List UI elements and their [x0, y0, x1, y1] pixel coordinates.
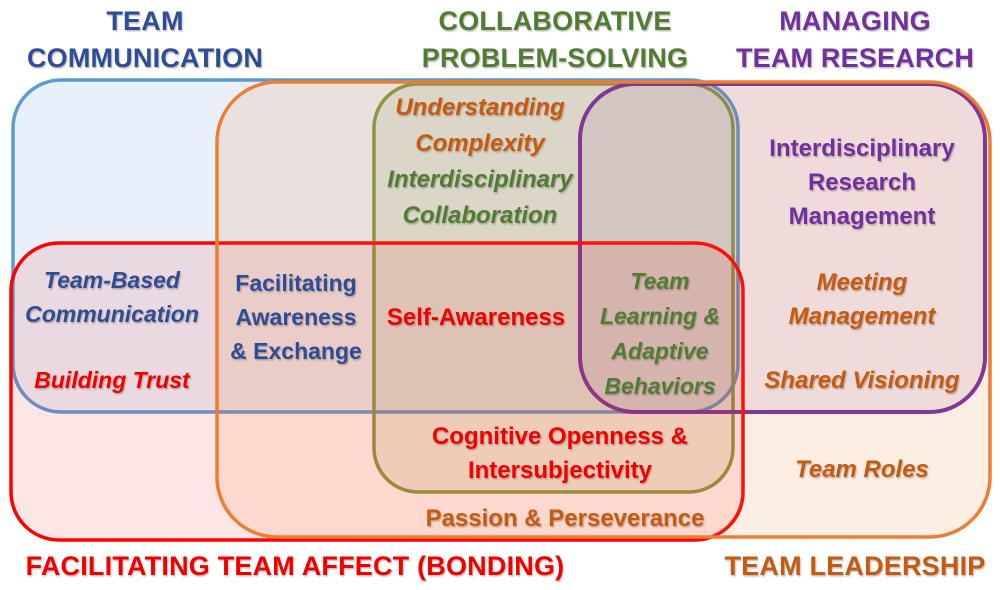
managing-team-research-region: [578, 82, 987, 414]
label-understanding-complexity-interdisciplinary-collaboration: Understanding Complexity Interdisciplina…: [387, 94, 573, 229]
team-leadership-region: [215, 80, 992, 539]
collaborative-problem-solving-region: [372, 82, 735, 494]
label-team-learning-adaptive-behaviors: Team Learning & Adaptive Behaviors: [599, 268, 721, 399]
title-team-communication: TEAM COMMUNICATION: [26, 6, 264, 73]
label-self-awareness: Self-Awareness: [386, 304, 566, 331]
label-meeting-management: Meeting Management: [788, 269, 936, 330]
label-facilitating-awareness-exchange: Facilitating Awareness & Exchange: [230, 270, 362, 364]
facilitating-team-affect-region: [9, 241, 745, 542]
title-facilitating-team-affect: FACILITATING TEAM AFFECT (BONDING): [25, 551, 565, 581]
label-team-roles: Team Roles: [795, 456, 929, 483]
label-interdisciplinary-research-management: Interdisciplinary Research Management: [769, 135, 955, 230]
label-passion-perseverance: Passion & Perseverance: [425, 505, 705, 532]
label-building-trust: Building Trust: [34, 367, 190, 393]
title-team-leadership: TEAM LEADERSHIP: [724, 551, 986, 581]
title-managing-team-research: MANAGING TEAM RESEARCH: [735, 6, 975, 73]
label-shared-visioning: Shared Visioning: [764, 367, 960, 394]
title-collaborative-problem-solving: COLLABORATIVE PROBLEM-SOLVING: [421, 6, 689, 73]
label-team-based-communication: Team-Based Communication: [25, 267, 199, 327]
label-cognitive-openness-intersubjectivity: Cognitive Openness & Intersubjectivity: [431, 423, 689, 484]
